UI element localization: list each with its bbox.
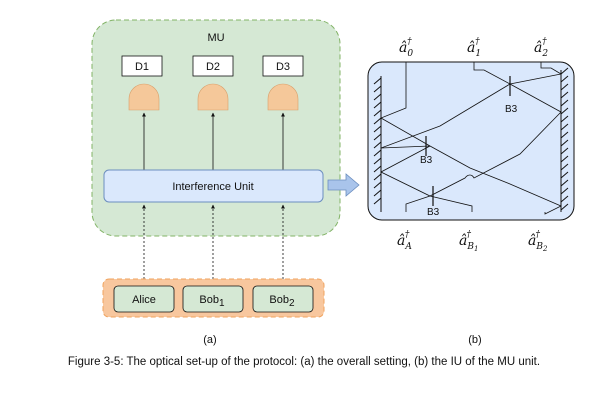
detector-box-d1: D1	[121, 55, 163, 77]
output-label-a0: â0†	[399, 37, 413, 59]
detector-box-d3: D3	[262, 55, 304, 77]
detector-label-d1: D1	[135, 61, 149, 73]
source-alice: Alice	[113, 285, 175, 313]
input-label-ab1: âB1†	[459, 230, 478, 253]
beam-splitter-top-label: B3	[505, 104, 518, 115]
input-label-ab2: âB2†	[528, 230, 548, 253]
mu-title: MU	[207, 32, 224, 44]
beam-in-b1	[429, 195, 473, 212]
source-label-bob2: Bob2	[269, 294, 295, 309]
source-bob1: Bob1	[182, 285, 244, 313]
zoom-arrow	[327, 173, 360, 197]
source-bob2: Bob2	[252, 285, 314, 313]
mirror-left	[373, 76, 382, 212]
beam-splitter-bottom-label: B3	[427, 207, 440, 218]
beam-diag-5	[380, 145, 431, 173]
beam-diag-2	[380, 73, 562, 149]
beam-out-a0	[380, 62, 407, 119]
panel-label-a: (a)	[203, 334, 216, 346]
beam-splitter-mid-label: B3	[420, 155, 433, 166]
figure-caption: Figure 3-5: The optical set-up of the pr…	[67, 356, 541, 368]
output-label-a1: â1†	[467, 37, 481, 59]
iu-container	[367, 61, 575, 221]
beam-diag-1	[380, 117, 562, 207]
output-label-a2: â2†	[534, 37, 548, 59]
source-label-bob1: Bob1	[199, 294, 225, 309]
input-label-aa: âA†	[397, 230, 412, 252]
interference-unit-label: Interference Unit	[172, 181, 253, 193]
beam-out-a1	[473, 62, 562, 113]
detector-label-d3: D3	[276, 61, 290, 73]
mu-container	[91, 19, 341, 237]
beam-diag-4	[380, 111, 562, 197]
beam-in-a	[405, 195, 431, 212]
detector-dome-3	[267, 83, 299, 111]
beam-out-a2	[540, 62, 562, 75]
interference-unit-box	[103, 169, 324, 203]
source-label-alice: Alice	[132, 294, 156, 306]
beam-in-b2	[544, 205, 562, 215]
detector-dome-2	[197, 83, 229, 111]
mirror-right	[560, 67, 569, 212]
beam-diag-3	[380, 145, 431, 149]
detector-box-d2: D2	[192, 55, 234, 77]
detector-label-d2: D2	[206, 61, 220, 73]
detector-dome-1	[128, 83, 160, 111]
beam-paths	[380, 62, 562, 215]
panel-label-b: (b)	[468, 334, 481, 346]
